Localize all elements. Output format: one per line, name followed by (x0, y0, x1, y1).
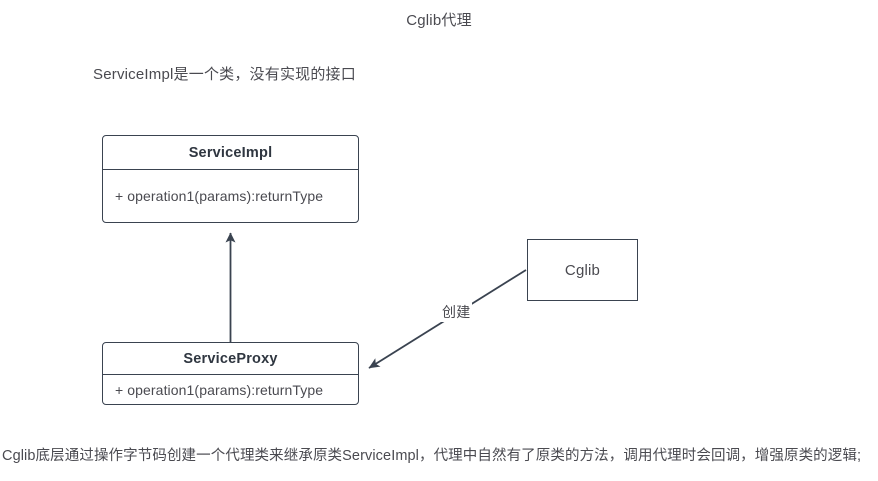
diagram-title: Cglib代理 (406, 12, 472, 29)
class-name-serviceproxy: ServiceProxy (183, 350, 278, 367)
edge-label-creates: 创建 (440, 302, 473, 322)
class-member: + operation1(params):returnType (115, 381, 324, 398)
class-box-serviceproxy[interactable]: ServiceProxy + operation1(params):return… (102, 342, 359, 405)
class-members-serviceproxy: + operation1(params):returnType (103, 375, 358, 404)
note-service-impl-description: ServiceImpl是一个类，没有实现的接口 (93, 66, 356, 83)
class-divider (103, 169, 358, 170)
class-member: + operation1(params):returnType (115, 187, 324, 204)
class-divider (103, 374, 358, 375)
diagram-caption: Cglib底层通过操作字节码创建一个代理类来继承原类ServiceImpl，代理… (2, 448, 862, 464)
class-box-serviceimpl[interactable]: ServiceImpl + operation1(params):returnT… (102, 135, 359, 223)
node-label-cglib: Cglib (564, 261, 601, 279)
class-name-serviceimpl: ServiceImpl (188, 144, 273, 161)
class-members-serviceimpl: + operation1(params):returnType (103, 170, 358, 221)
node-cglib[interactable]: Cglib (527, 239, 638, 301)
